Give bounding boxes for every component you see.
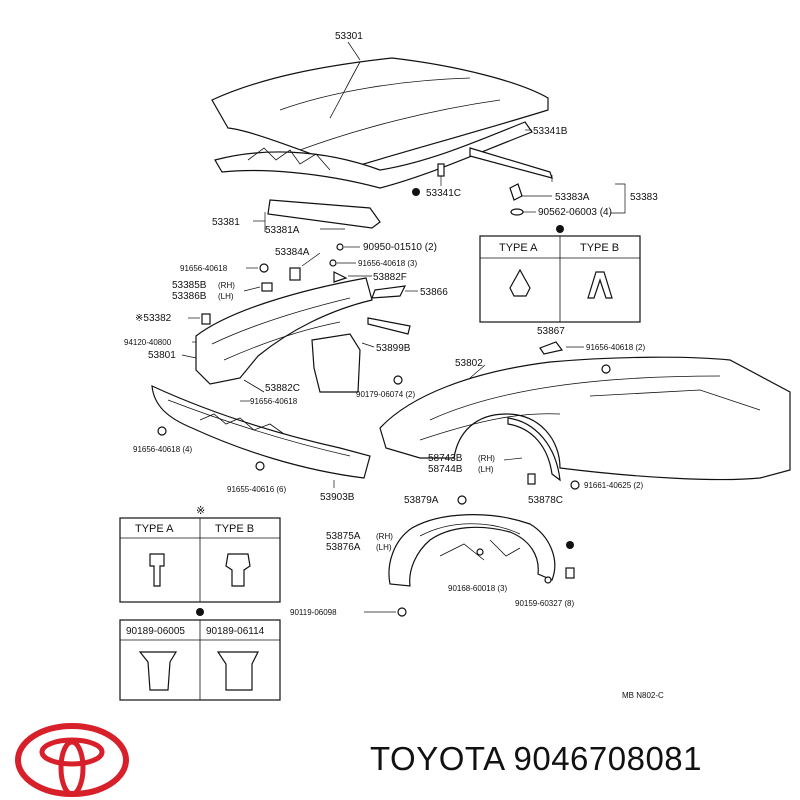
brand-name: TOYOTA (370, 740, 504, 777)
hood-support-clip (509, 183, 626, 216)
label-53381: 53381 (212, 217, 240, 228)
label-53903B: 53903B (320, 492, 355, 503)
label-53386B-side: (LH) (218, 292, 234, 301)
label-53875A-side: (RH) (376, 532, 393, 541)
nut-53341c (412, 163, 445, 196)
front-fender (379, 356, 791, 481)
label-53341C: 53341C (426, 188, 461, 199)
label-90119: 90119-06098 (290, 608, 337, 617)
label-53382: ※53382 (135, 313, 172, 324)
bolt-type-b-shape (225, 553, 251, 587)
label-53386B: 53386B (172, 291, 207, 302)
label-90168: 90168-60018 (3) (448, 584, 507, 593)
table-marker-dot (556, 225, 564, 233)
label-58743B: 58743B (428, 453, 463, 464)
part-caption: TOYOTA 9046708081 (370, 740, 790, 784)
toyota-logo (15, 723, 129, 797)
label-90179: 90179-06074 (2) (356, 390, 415, 399)
label-53802: 53802 (455, 358, 483, 369)
screw-90159 (544, 576, 552, 584)
label-94120: 94120-40800 (124, 338, 172, 347)
label-53866: 53866 (420, 287, 448, 298)
clip-type-b-header: TYPE B (580, 242, 619, 254)
label-53876A-side: (LH) (376, 543, 392, 552)
label-91656-e: 91656-40618 (4) (133, 445, 192, 454)
bolt-91655 (255, 461, 265, 471)
label-53875A: 53875A (326, 531, 361, 542)
label-53876A: 53876A (326, 542, 361, 553)
label-58743B-side: (RH) (478, 454, 495, 463)
label-53882F: 53882F (373, 272, 407, 283)
label-53878C: 53878C (528, 495, 563, 506)
drawing-code: MB N802-C (622, 691, 664, 700)
screw-90168 (476, 548, 484, 556)
fender-clip-53867 (539, 341, 611, 374)
label-91656-c: 91656-40618 (250, 397, 298, 406)
bolt-type-a-header: TYPE A (135, 523, 174, 535)
label-91656-d: 91656-40618 (2) (586, 343, 645, 352)
label-53385B: 53385B (172, 280, 207, 291)
hood-panel (211, 57, 549, 169)
clip-53878c (527, 473, 536, 485)
fastener-table-marker (196, 608, 204, 616)
label-90950: 90950-01510 (2) (363, 242, 437, 253)
part-number: 9046708081 (513, 740, 703, 777)
label-91656-a: 91656-40618 (180, 264, 228, 273)
label-53383A: 53383A (555, 192, 590, 203)
fender-liner (388, 514, 556, 587)
label-53882C: 53882C (265, 383, 300, 394)
upper-support-bar (253, 199, 381, 232)
label-53384A: 53384A (275, 247, 310, 258)
bolt-91656-e (157, 426, 167, 436)
label-53301: 53301 (335, 31, 363, 42)
label-91661: 91661-40625 (2) (584, 481, 643, 490)
hood-inner-frame (214, 121, 533, 189)
fender-apron (195, 277, 373, 393)
label-90562: 90562-06003 (4) (538, 207, 612, 218)
screw-90119 (397, 607, 407, 617)
liner-clip (565, 567, 575, 579)
label-53383: 53383 (630, 192, 658, 203)
bolt-91661 (570, 480, 580, 490)
fastener-table: 90189-06005 90189-06114 (119, 608, 281, 701)
label-53899B: 53899B (376, 343, 411, 354)
bracket-53899b (367, 317, 411, 335)
label-53801: 53801 (148, 350, 176, 361)
fastener-col2-shape (216, 651, 259, 691)
wheel-arch-moulding (507, 417, 561, 482)
bolt-type-table: ※ TYPE A TYPE B (119, 505, 281, 603)
clip-type-b-shape (587, 271, 613, 299)
label-53381A: 53381A (265, 225, 300, 236)
clip-type-a-header: TYPE A (499, 242, 538, 254)
fastener-col2-header: 90189-06114 (206, 626, 265, 637)
label-53867: 53867 (537, 326, 565, 337)
clip-type-table: TYPE A TYPE B (479, 225, 641, 323)
label-53341B: 53341B (533, 126, 568, 137)
hood-seal (469, 147, 553, 182)
bolt-type-b-header: TYPE B (215, 523, 254, 535)
label-90159: 90159-60327 (8) (515, 599, 574, 608)
bolt-table-marker: ※ (196, 505, 205, 517)
label-91656-b: 91656-40618 (3) (358, 259, 417, 268)
clip-type-a-shape (509, 268, 531, 297)
lower-front-strip (151, 385, 371, 479)
fender-upper-fasteners (201, 243, 407, 385)
label-58744B: 58744B (428, 464, 463, 475)
label-58744B-side: (LH) (478, 465, 494, 474)
label-91655: 91655-40616 (6) (227, 485, 286, 494)
label-53385B-side: (RH) (218, 281, 235, 290)
clip-53879a (457, 495, 467, 505)
bolt-type-a-shape (149, 553, 165, 587)
fastener-col1-shape (138, 651, 178, 691)
fastener-col1-header: 90189-06005 (126, 626, 185, 637)
label-53879A: 53879A (404, 495, 439, 506)
liner-marker-dot (566, 541, 574, 549)
